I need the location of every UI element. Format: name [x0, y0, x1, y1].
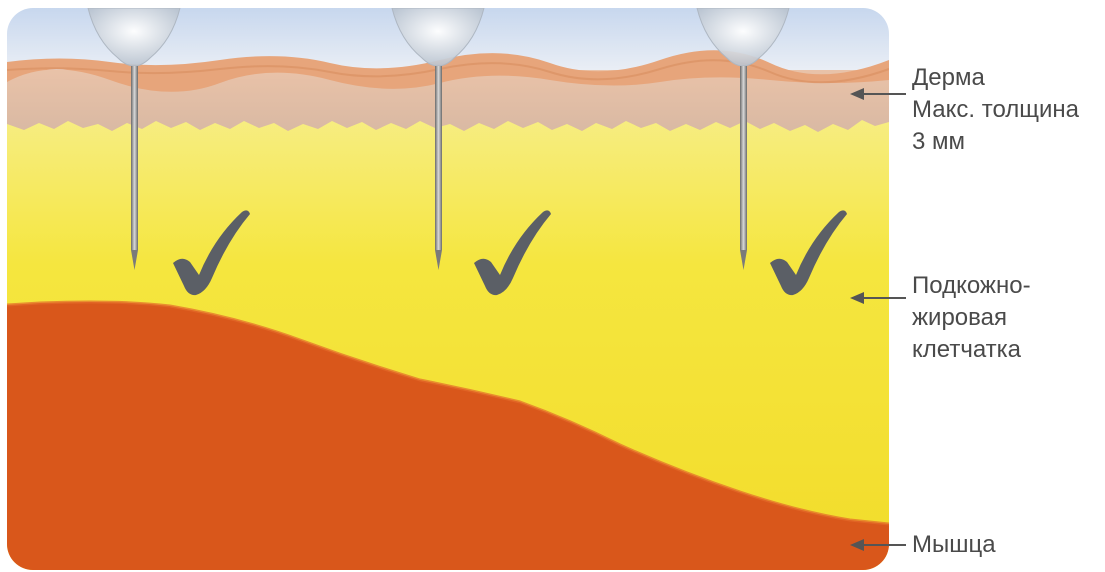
needle-shaft — [740, 66, 747, 250]
tissue-panel — [7, 8, 889, 570]
muscle-layer — [7, 302, 889, 570]
muscle-label: Мышца — [912, 529, 996, 561]
fat-label-line3: клетчатка — [912, 336, 1022, 363]
needle-shaft — [131, 66, 138, 250]
needle-2 — [391, 8, 485, 270]
dermis-layer — [7, 70, 889, 132]
needle-hub-icon — [391, 8, 485, 67]
needle-1 — [87, 8, 181, 270]
muscle-pointer-arrow — [850, 539, 906, 551]
dermis-pointer-arrow — [850, 88, 906, 100]
needle-tip — [131, 250, 138, 270]
dermis-label: Дерма Макс. толщина 3 мм — [912, 62, 1079, 158]
checkmark-icon — [770, 210, 847, 296]
needle-tip — [435, 250, 442, 270]
needle-hub-icon — [696, 8, 790, 67]
fat-pointer-arrow — [850, 292, 906, 304]
needle-3 — [696, 8, 790, 270]
muscle-edge — [7, 300, 889, 526]
epidermis-layer — [7, 50, 889, 92]
needle-hub-icon — [87, 8, 181, 67]
checkmark-icon — [173, 210, 250, 296]
dermis-label-line3: 3 мм — [912, 128, 966, 155]
dermis-label-line1: Дерма — [912, 64, 985, 91]
checkmark-icon — [474, 210, 551, 296]
fat-label-line1: Подкожно- — [912, 272, 1031, 299]
muscle-label-line1: Мышца — [912, 531, 996, 558]
needle-shaft — [435, 66, 442, 250]
subcutaneous-fat-label: Подкожно- жировая клетчатка — [912, 270, 1031, 366]
needle-tip — [740, 250, 747, 270]
dermis-label-line2: Макс. толщина — [912, 96, 1080, 123]
fat-label-line2: жировая — [912, 304, 1007, 331]
